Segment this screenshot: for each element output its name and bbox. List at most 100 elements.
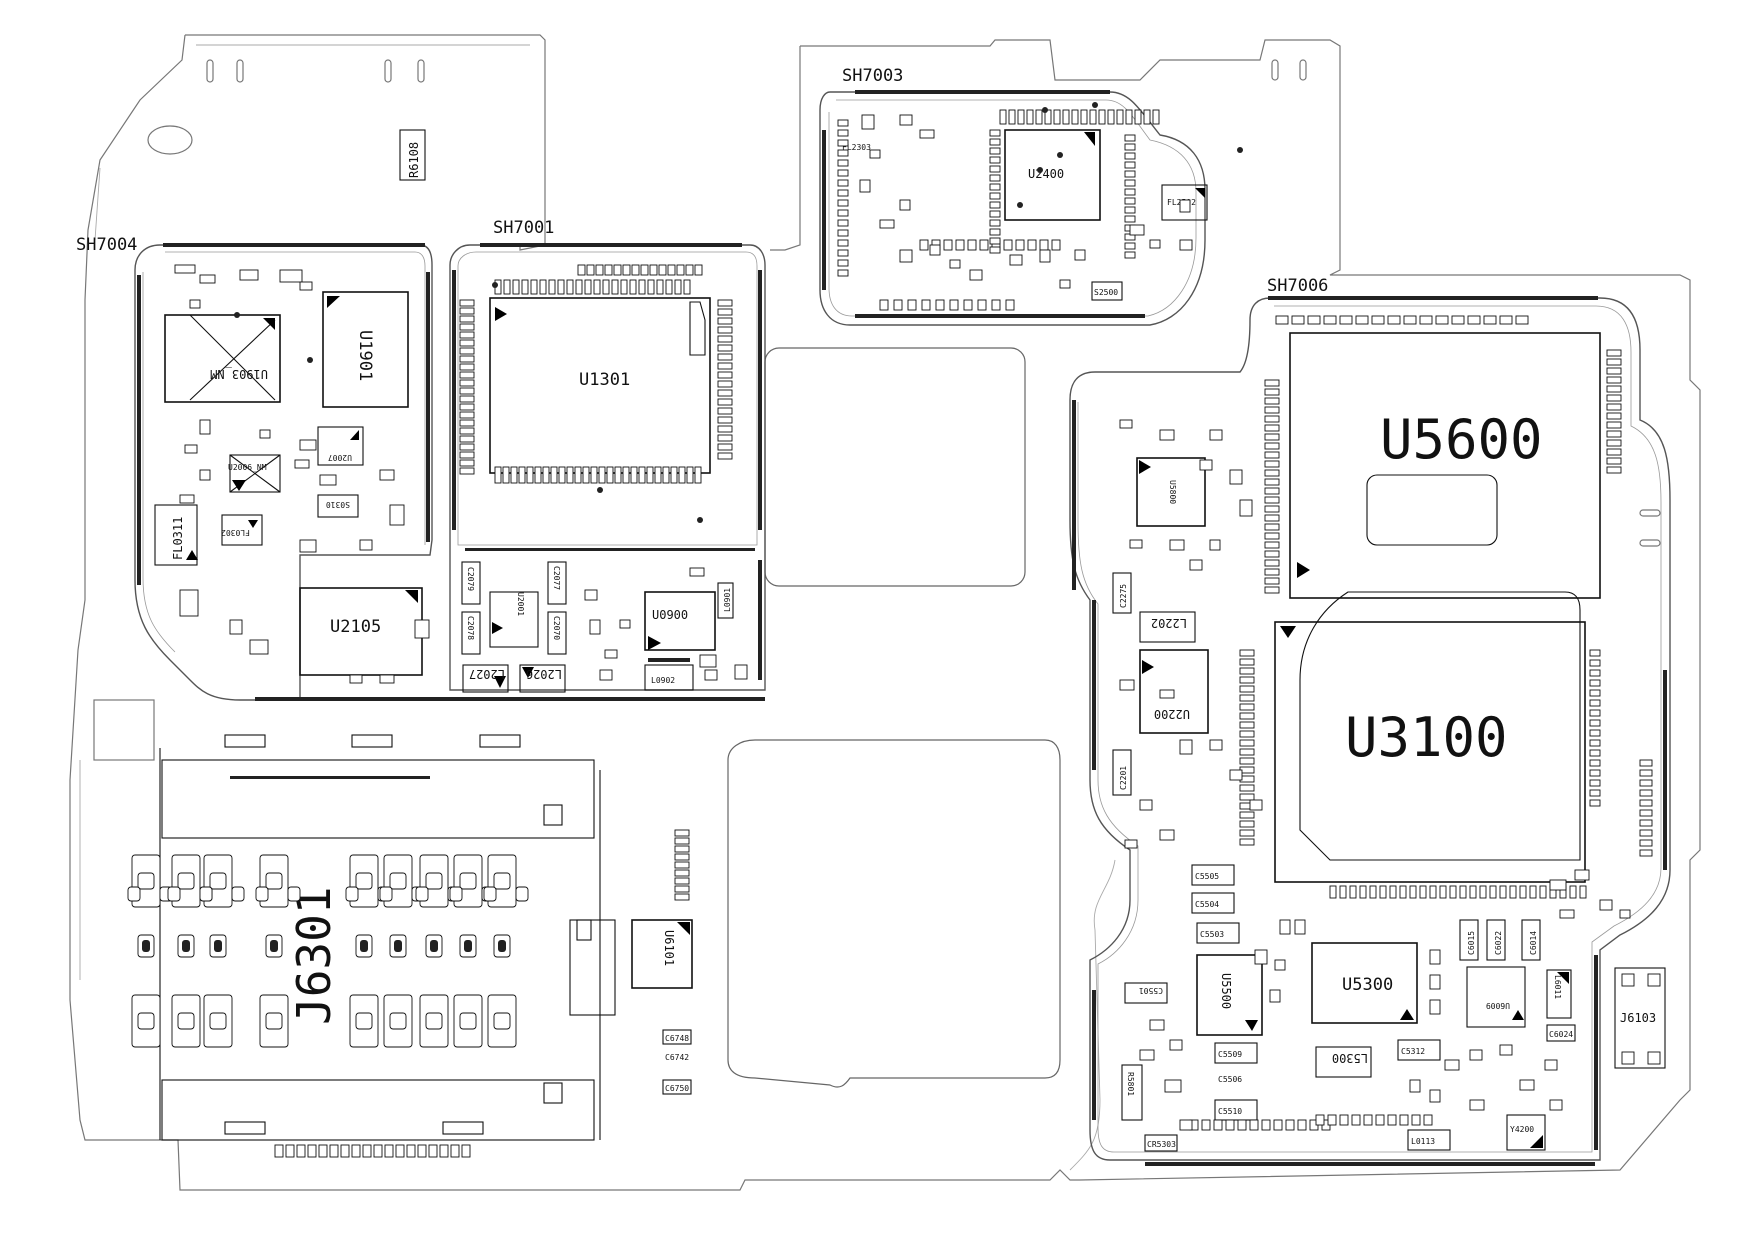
passive-part [1239, 676, 1255, 684]
passive-part [606, 466, 614, 484]
passive-part [837, 199, 849, 207]
passive-part [989, 228, 1001, 236]
passive-part [1483, 315, 1497, 325]
passive-part [949, 299, 959, 311]
passive-part [999, 109, 1007, 125]
passive-part [921, 299, 931, 311]
passive-part [837, 229, 849, 237]
passive-part [1589, 769, 1601, 777]
chip-u6101: U6101 [631, 919, 693, 989]
chip-u3100: U3100 [1274, 591, 1586, 883]
passive-part [717, 308, 733, 316]
passive-part [459, 323, 475, 331]
passive-part [1399, 885, 1407, 899]
passive-part [899, 114, 913, 126]
passive-part [414, 619, 430, 639]
passive-part [1389, 885, 1397, 899]
passive-part [1129, 539, 1143, 549]
passive-part [1606, 349, 1622, 357]
passive-part [598, 466, 606, 484]
switch-s2500: S2500 [1091, 281, 1123, 301]
passive-part [893, 299, 903, 311]
connector-pad [177, 1012, 195, 1030]
passive-part [459, 459, 475, 467]
passive-part [662, 466, 670, 484]
passive-part [1519, 885, 1527, 899]
passive-part [674, 845, 690, 853]
inductor-l0902: L0902 [644, 658, 694, 691]
passive-part [1026, 109, 1034, 125]
passive-part [943, 239, 953, 251]
passive-part [1124, 215, 1136, 223]
passive-part [439, 1144, 449, 1158]
chip-u1901: U1901 [322, 291, 409, 408]
passive-part [1264, 532, 1280, 540]
passive-part [340, 1144, 350, 1158]
passive-part [899, 199, 911, 211]
label-c5505: C5505 [1195, 872, 1219, 881]
passive-part [1239, 730, 1255, 738]
passive-part [294, 459, 310, 469]
passive-part [989, 201, 1001, 209]
passive-part [1589, 679, 1601, 687]
passive-part [674, 279, 682, 295]
passive-part [1239, 793, 1255, 801]
passive-part [1124, 839, 1138, 849]
passive-part [534, 466, 542, 484]
capacitor-c2078: C2078 [461, 611, 481, 655]
board-outline [69, 34, 1701, 1191]
passive-part [622, 264, 631, 276]
passive-part [359, 539, 373, 551]
passive-part [1051, 239, 1061, 251]
passive-part [1264, 478, 1280, 486]
label-fl2303: FL2303 [842, 143, 871, 152]
passive-part [1606, 367, 1622, 375]
chip-u2105: U2105 [299, 587, 423, 676]
passive-part [859, 179, 871, 193]
passive-part [1053, 109, 1061, 125]
connector-j6301: J6301 [159, 734, 616, 1141]
passive-part [1209, 429, 1223, 441]
passive-part [1369, 885, 1377, 899]
passive-part [1589, 799, 1601, 807]
passive-part [1213, 1119, 1223, 1131]
label-c2077: C2077 [552, 566, 561, 590]
passive-part [717, 335, 733, 343]
capacitor-c6024: C6024 [1546, 1024, 1576, 1042]
passive-part [667, 264, 676, 276]
passive-part [1409, 1079, 1421, 1093]
passive-part [1264, 586, 1280, 594]
label-c5510: C5510 [1218, 1107, 1242, 1116]
passive-part [459, 451, 475, 459]
passive-part [599, 669, 613, 681]
passive-part [1544, 1059, 1558, 1071]
label-c2275: C2275 [1119, 584, 1128, 608]
passive-part [717, 425, 733, 433]
passive-part [459, 363, 475, 371]
passive-part [1269, 989, 1281, 1003]
chip-u5800: U5800 [1136, 457, 1206, 527]
diode-cr5303: CR5303 [1144, 1134, 1178, 1152]
passive-part [566, 466, 574, 484]
passive-part [717, 407, 733, 415]
passive-part [1429, 999, 1441, 1015]
passive-part [1017, 109, 1025, 125]
connector-pad [389, 872, 407, 890]
capacitor-c6022: C6022 [1486, 919, 1506, 961]
passive-part [1449, 885, 1457, 899]
passive-part [1444, 1059, 1460, 1071]
passive-part [1254, 949, 1268, 965]
passive-part [989, 147, 1001, 155]
passive-part [1042, 107, 1048, 113]
passive-part [1239, 499, 1253, 517]
passive-part [239, 269, 259, 281]
passive-part [1107, 109, 1115, 125]
passive-part [1139, 799, 1153, 811]
passive-part [349, 674, 363, 684]
passive-part [1429, 974, 1441, 990]
label-l0901: L0901 [723, 588, 732, 612]
passive-part [704, 669, 718, 681]
capacitor-c6014: C6014 [1521, 919, 1541, 961]
passive-part [979, 239, 989, 251]
passive-part [1606, 376, 1622, 384]
